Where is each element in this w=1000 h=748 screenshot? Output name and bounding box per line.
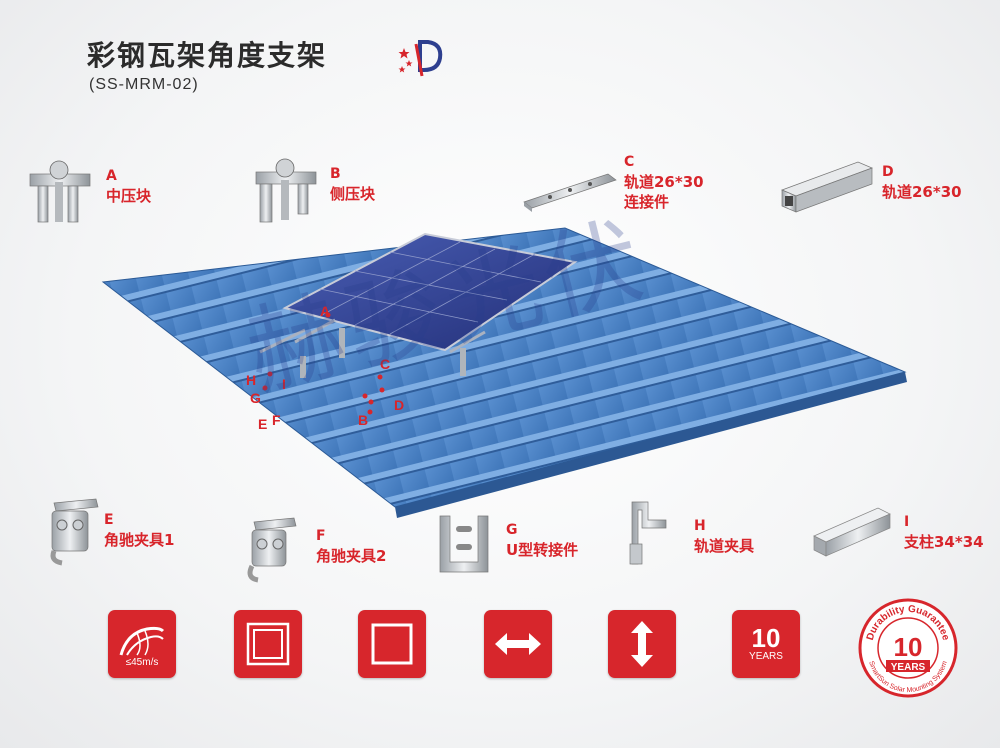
vertical-arrow-icon: [631, 621, 653, 667]
callout-c: C: [380, 356, 391, 372]
horizontal-adjust-feature: [484, 610, 552, 678]
wind-load-feature: ≤45m/s: [108, 610, 176, 678]
product-b-label: B 侧压块: [330, 166, 376, 203]
frame-feature: [234, 610, 302, 678]
post-image: [813, 507, 891, 557]
product-e-label: E 角驰夹具1: [104, 512, 175, 549]
product-g-label: G U型转接件: [506, 522, 579, 559]
square-feature: [358, 610, 426, 678]
product-f-label: F 角驰夹具2: [316, 528, 387, 565]
square-icon: [371, 623, 413, 665]
badge-number: 10: [894, 632, 923, 662]
u-adapter-image: [439, 515, 489, 573]
vertical-adjust-feature: [608, 610, 676, 678]
product-h-label: H 轨道夹具: [694, 518, 755, 555]
badge-years: YEARS: [891, 662, 926, 673]
callout-f: F: [272, 412, 281, 428]
callout-d: D: [394, 397, 405, 413]
brand-logo-icon: [398, 40, 443, 77]
product-i-label: I 支柱34*34: [904, 514, 984, 551]
mid-clamp-image: [29, 160, 91, 223]
warranty-years-text: YEARS: [749, 651, 783, 662]
rail-connector-image: [523, 173, 617, 212]
page-title: 彩钢瓦架角度支架: [87, 39, 328, 72]
product-d-label: D 轨道26*30: [882, 164, 962, 201]
wind-speed-label: ≤45m/s: [125, 656, 159, 668]
callout-e: E: [258, 416, 268, 432]
end-clamp-image: [255, 158, 317, 223]
product-c-label: C 轨道26*30 连接件: [624, 154, 704, 211]
product-a-label: A 中压块: [106, 168, 152, 205]
callout-i: I: [282, 376, 286, 392]
double-square-icon: [246, 622, 290, 666]
angle-clamp-2-image: [247, 517, 297, 583]
model-number: (SS-MRM-02): [89, 76, 199, 93]
horizontal-arrow-icon: [495, 633, 541, 655]
warranty-years-number: 10: [751, 623, 781, 653]
wind-icon: [119, 626, 165, 656]
callout-b: B: [358, 412, 369, 428]
callout-h: H: [246, 372, 257, 388]
durability-guarantee-badge: Durability Guarantee SmartSun Solar Moun…: [858, 598, 958, 698]
warranty-feature: 10 YEARS: [732, 610, 800, 678]
callout-a: A: [320, 303, 331, 319]
roof-solar-illustration: [101, 227, 907, 518]
callout-g: G: [250, 390, 261, 406]
rail-clamp-image: [629, 501, 667, 565]
angle-clamp-1-image: [50, 498, 99, 566]
rail-image: [781, 161, 873, 213]
